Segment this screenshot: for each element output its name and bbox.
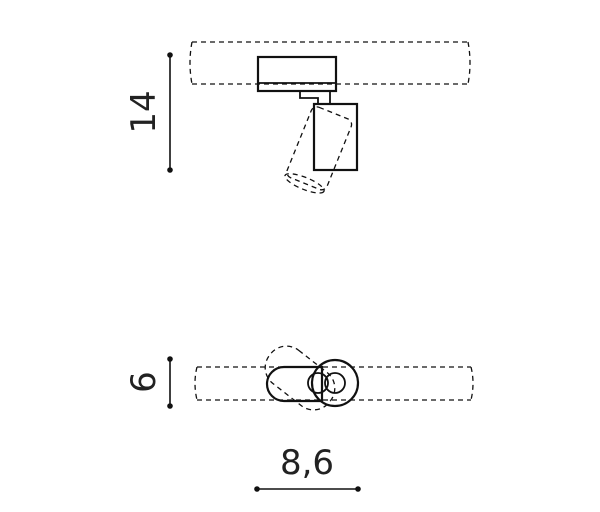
top-view: 6 8,6 [124,345,474,492]
height-dimension-end-top [167,52,173,58]
depth-dimension-label: 6 [124,371,164,393]
spot-head-overlap [307,372,329,394]
top-tilted-spot-outline [264,345,336,411]
depth-dimension-end-top [167,356,173,362]
spot-head-inner [324,372,346,394]
adapter-connector [299,91,331,105]
width-dimension-end-right [355,486,361,492]
tilted-spot-outline [284,106,353,194]
side-view: 14 [124,41,471,194]
side-track-outline [189,41,471,85]
height-dimension-end-bottom [167,167,173,173]
top-track-outline [194,366,474,401]
width-dimension-label: 8,6 [280,443,334,483]
spot-head-outer [310,358,360,408]
height-dimension-label: 14 [124,90,164,133]
depth-dimension-end-bottom [167,403,173,409]
spot-body [312,102,359,172]
top-spot-body [265,365,324,403]
track-adapter [256,55,338,93]
width-dimension-end-left [254,486,260,492]
